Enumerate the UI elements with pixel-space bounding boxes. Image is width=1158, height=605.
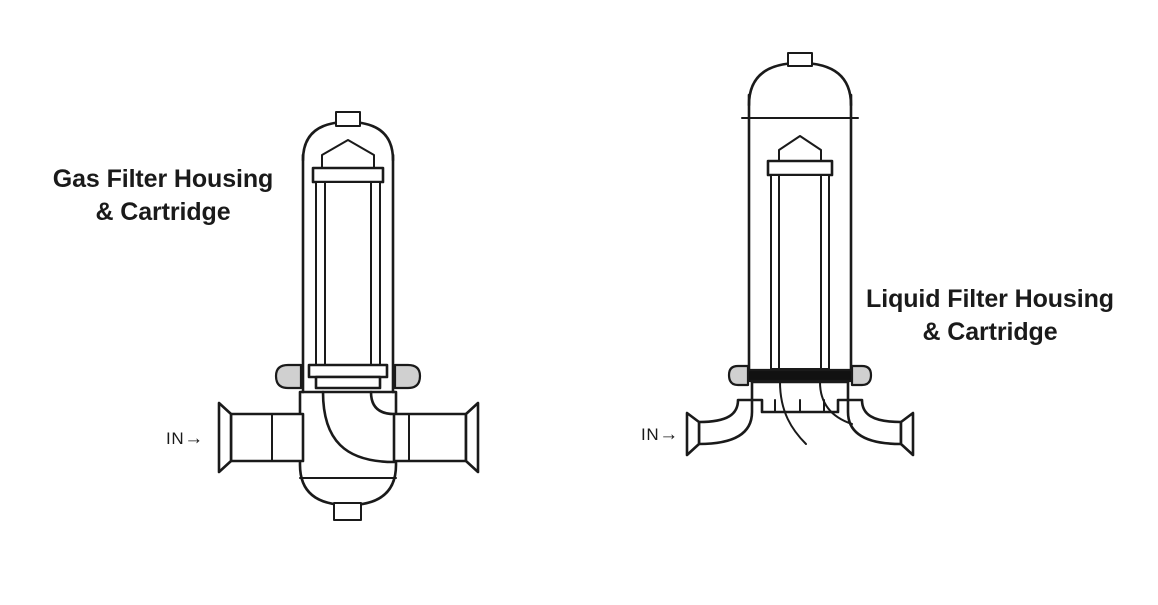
housing-side-walls — [747, 93, 853, 372]
cartridge-cylinder-body — [770, 174, 830, 370]
liquid-filter-assembly — [685, 52, 915, 457]
manifold-base-block — [750, 380, 850, 414]
gas-inlet-label: IN — [166, 429, 185, 448]
gas-filter-label-line1: Gas Filter Housing — [52, 165, 274, 193]
inlet-pipe-flange-left — [217, 401, 233, 474]
gas-filter-label-line2: & Cartridge — [95, 198, 231, 226]
tall-dome-head — [747, 61, 853, 107]
dome-top-vent-nub — [335, 111, 361, 127]
cartridge-top-flange-plate — [766, 159, 834, 177]
inlet-pipe-flange-left — [685, 411, 701, 457]
bottom-drain-nub — [333, 502, 362, 521]
outlet-pipe-flange-right — [899, 411, 915, 457]
clamp-tab-right — [850, 364, 873, 387]
gas-inlet-flow-marker: IN→ — [166, 428, 204, 450]
liquid-filter-label: Liquid Filter Housing & Cartridge — [840, 283, 1140, 349]
bottom-gasket-seal-bar — [743, 368, 857, 383]
cartridge-cylinder-body — [315, 181, 381, 368]
housing-side-walls — [301, 153, 395, 394]
clamp-tab-left — [727, 364, 750, 387]
liquid-filter-label-line1: Liquid Filter Housing — [866, 285, 1114, 313]
mid-clamp-flange — [307, 363, 389, 390]
lower-vessel-body — [298, 390, 398, 507]
gas-filter-label: Gas Filter Housing & Cartridge — [18, 163, 308, 229]
liquid-filter-label-line2: & Cartridge — [922, 318, 1058, 346]
arrow-right-icon: → — [659, 424, 679, 445]
arrow-right-icon: → — [184, 428, 204, 449]
cartridge-peaked-cap — [321, 139, 375, 171]
cartridge-top-flange-plate — [311, 166, 385, 184]
outlet-pipe-right — [392, 401, 480, 474]
clamp-tab-left — [274, 363, 303, 390]
internal-riser-lines — [779, 381, 853, 445]
gas-filter-assembly — [217, 111, 480, 521]
dome-top-vent-nub — [787, 52, 813, 67]
inlet-elbow-pipe-left — [685, 398, 754, 457]
internal-flow-elbow — [321, 390, 396, 464]
liquid-inlet-flow-marker: IN→ — [641, 424, 679, 446]
cartridge-peaked-cap — [778, 135, 822, 164]
outlet-elbow-pipe-right — [846, 398, 915, 457]
inlet-pipe-left — [217, 401, 305, 474]
clamp-tab-right — [393, 363, 422, 390]
outlet-pipe-flange-right — [464, 401, 480, 474]
liquid-inlet-label: IN — [641, 425, 660, 444]
